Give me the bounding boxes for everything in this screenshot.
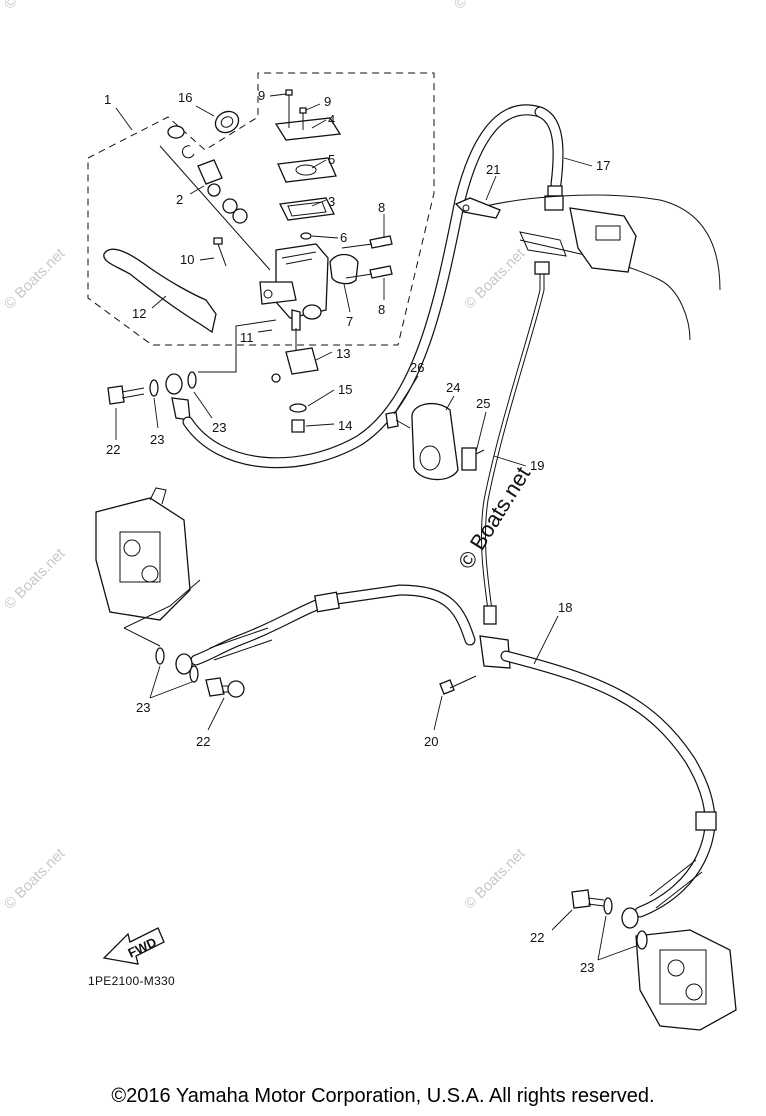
master-cylinder-body <box>259 243 329 331</box>
frame-outline <box>469 194 721 341</box>
callout: 6 <box>340 230 347 245</box>
screws <box>285 89 307 130</box>
watermark: © Boats.net <box>461 245 529 313</box>
reservoir-parts <box>274 117 342 221</box>
callout: 14 <box>338 418 352 433</box>
lever-pivot-bolt <box>213 237 227 267</box>
callout: 9 <box>324 94 331 109</box>
callout: 26 <box>410 360 424 375</box>
master-cylinder-assembly-outline <box>87 72 435 346</box>
hose-bracket <box>454 197 501 219</box>
three-way-joint <box>439 635 511 695</box>
parking-brake-assembly <box>385 402 485 481</box>
callout: 12 <box>132 306 146 321</box>
callout: 11 <box>240 330 254 345</box>
callout: 25 <box>476 396 490 411</box>
handlebar-clamp <box>300 232 393 285</box>
lower-right-banjo-fitting <box>571 889 613 915</box>
callout: 5 <box>328 152 335 167</box>
copyright-notice: ©2016 Yamaha Motor Corporation, U.S.A. A… <box>111 1085 655 1107</box>
callout: 19 <box>530 458 544 473</box>
callout: 22 <box>106 442 120 457</box>
watermark: © Boats.net <box>1 0 69 13</box>
diaphragm-plate <box>277 157 337 183</box>
callout: 3 <box>328 194 335 209</box>
callout: 13 <box>336 346 350 361</box>
callout-labels: 1 2 3 4 5 6 7 8 8 9 9 10 11 12 13 14 15 … <box>104 88 610 975</box>
reservoir-cap <box>274 117 342 141</box>
right-brake-hose <box>500 650 717 929</box>
callout: 23 <box>212 420 226 435</box>
callout: 16 <box>178 90 192 105</box>
callout: 22 <box>530 930 544 945</box>
callout: 23 <box>136 700 150 715</box>
lower-left-banjo-fitting <box>155 647 245 698</box>
callout: 22 <box>196 734 210 749</box>
right-brake-caliper <box>635 929 737 1031</box>
piston-kit <box>159 110 271 271</box>
callout: 8 <box>378 200 385 215</box>
callout: 9 <box>258 88 265 103</box>
watermark: © Boats.net <box>1 845 69 913</box>
callout: 23 <box>580 960 594 975</box>
callout: 21 <box>486 162 500 177</box>
diagram-code: 1PE2100-M330 <box>88 974 175 988</box>
callout: 2 <box>176 192 183 207</box>
callout: 1 <box>104 92 111 107</box>
watermark: © Boats.net <box>451 0 519 13</box>
forward-direction-arrow: FWD <box>102 927 165 965</box>
upper-banjo-fitting <box>107 371 197 421</box>
callout: 7 <box>346 314 353 329</box>
diaphragm <box>279 197 335 221</box>
watermark: © Boats.net <box>1 545 69 613</box>
brake-light-switch <box>271 328 319 433</box>
callout: 8 <box>378 302 385 317</box>
assembly-leader-lines <box>198 319 277 373</box>
callout: 15 <box>338 382 352 397</box>
callout: 4 <box>328 112 335 127</box>
callout: 24 <box>446 380 460 395</box>
callout: 10 <box>180 252 194 267</box>
callout: 18 <box>558 600 572 615</box>
brake-pipe <box>480 261 550 625</box>
left-brake-caliper <box>95 487 201 647</box>
watermark: © Boats.net <box>461 845 529 913</box>
callout-leaders <box>115 93 637 961</box>
brake-lever <box>103 248 217 334</box>
upper-brake-hose <box>182 104 564 469</box>
left-brake-hose <box>175 584 476 675</box>
fwd-label: FWD <box>126 934 159 960</box>
callout: 17 <box>596 158 610 173</box>
watermark: © Boats.net <box>1 245 69 313</box>
callout: 20 <box>424 734 438 749</box>
callout: 23 <box>150 432 164 447</box>
